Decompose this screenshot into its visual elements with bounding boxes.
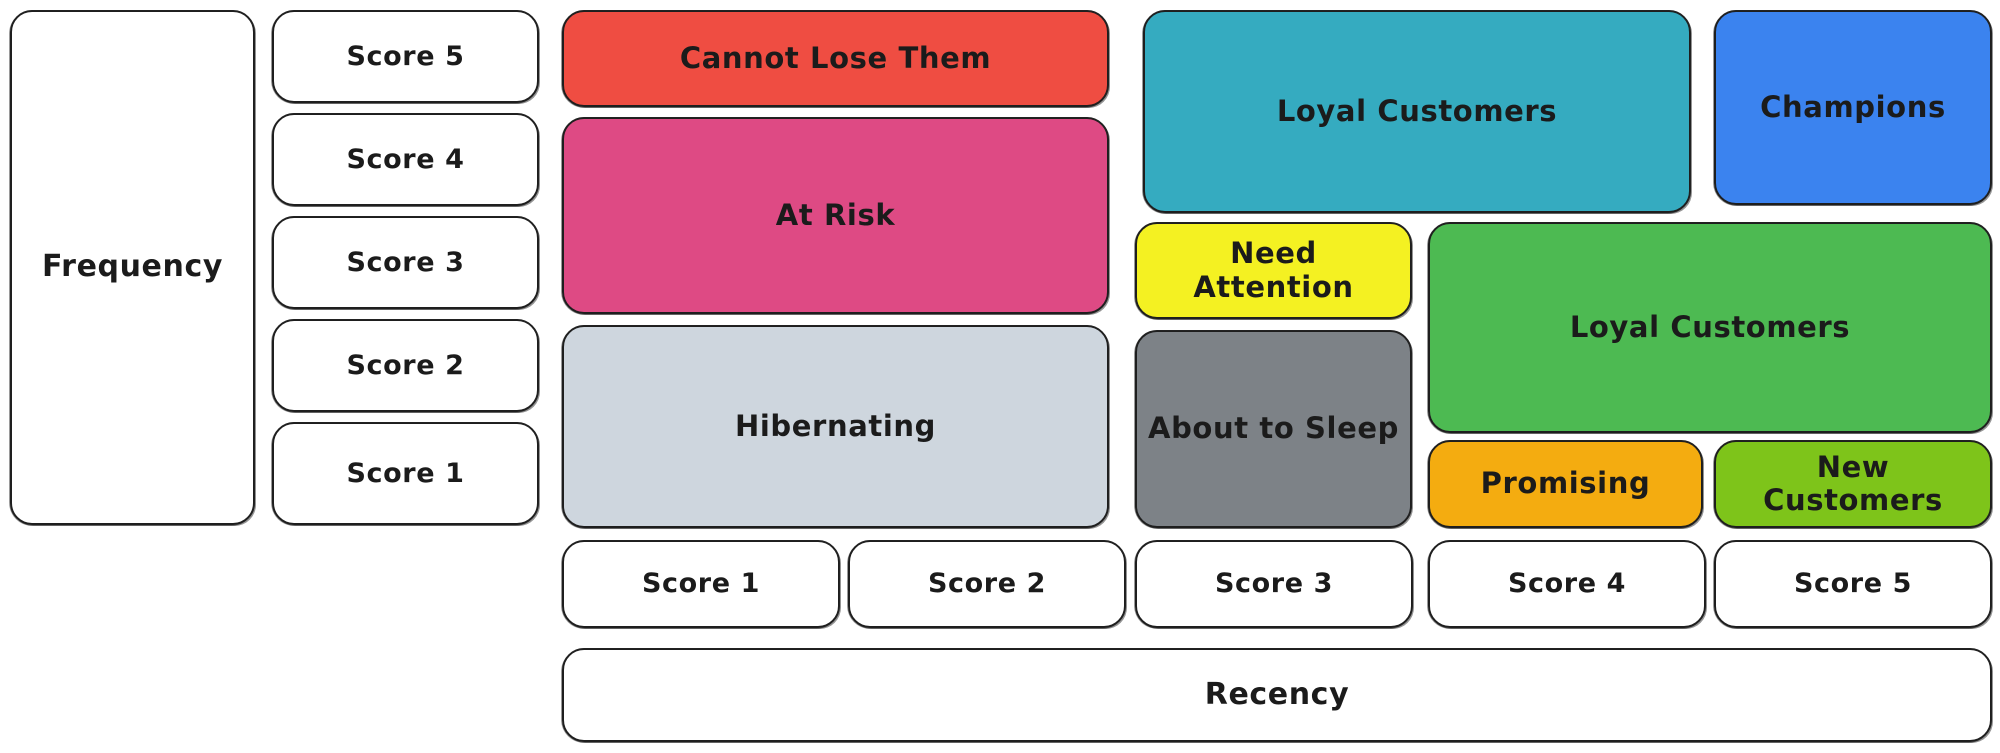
frequency-score-5[interactable]: Score 5 [271,10,539,104]
recency-score-4[interactable]: Score 4 [1427,540,1706,629]
segment-promising[interactable]: Promising [1427,440,1703,529]
segment-hibernating[interactable]: Hibernating [561,325,1109,529]
segment-at-risk[interactable]: At Risk [561,117,1109,315]
segment-about-to-sleep[interactable]: About to Sleep [1134,330,1412,529]
segment-need-attention[interactable]: Need Attention [1134,222,1412,320]
segment-cannot-lose-them[interactable]: Cannot Lose Them [561,10,1109,108]
segment-champions[interactable]: Champions [1713,10,1992,206]
segment-loyal-customers-teal[interactable]: Loyal Customers [1142,10,1691,214]
frequency-score-3[interactable]: Score 3 [271,216,539,310]
recency-score-3[interactable]: Score 3 [1134,540,1413,629]
frequency-score-1[interactable]: Score 1 [271,422,539,526]
frequency-score-2[interactable]: Score 2 [271,319,539,413]
recency-score-2[interactable]: Score 2 [847,540,1126,629]
segment-new-customers[interactable]: New Customers [1713,440,1992,529]
frequency-axis-label: Frequency [9,10,255,526]
recency-axis-label: Recency [561,648,1992,743]
segment-loyal-customers-green[interactable]: Loyal Customers [1427,222,1992,434]
recency-score-5[interactable]: Score 5 [1713,540,1992,629]
recency-score-1[interactable]: Score 1 [561,540,840,629]
frequency-score-4[interactable]: Score 4 [271,113,539,207]
